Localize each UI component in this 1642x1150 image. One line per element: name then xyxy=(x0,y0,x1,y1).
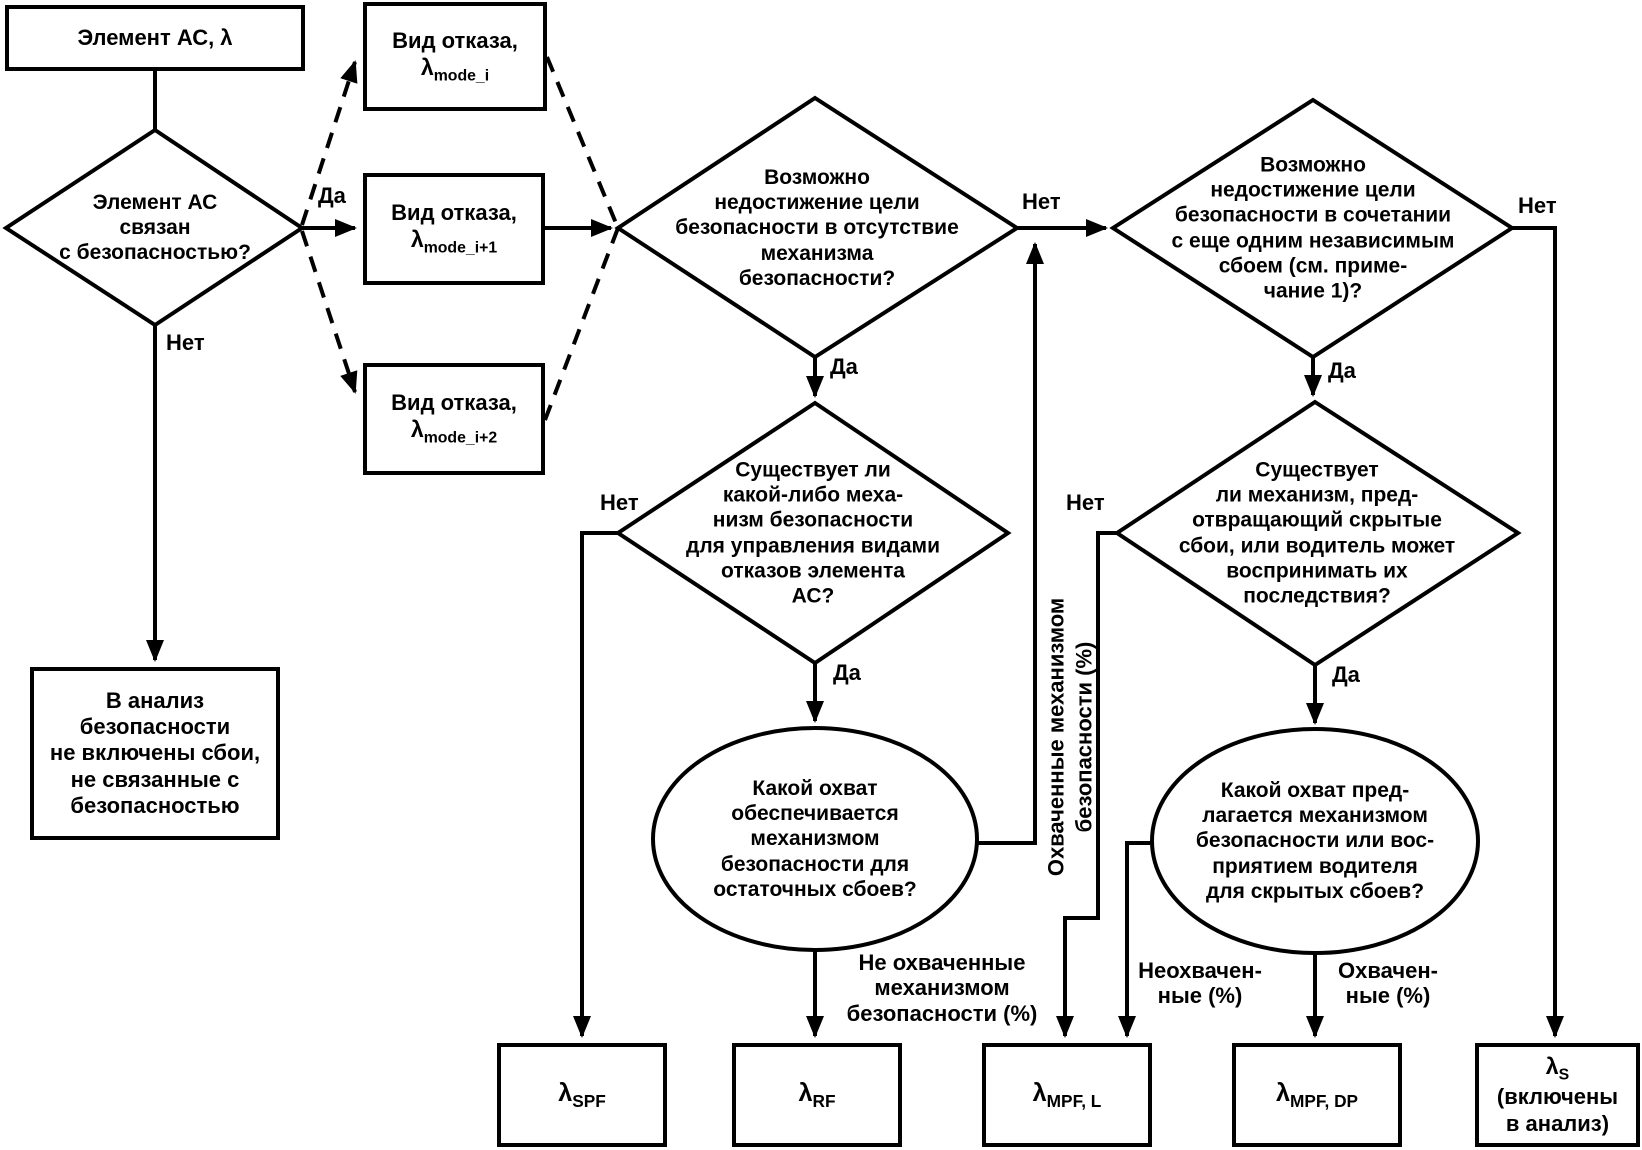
edge-decision3-no-to-lambda-s xyxy=(1512,226,1564,1038)
decision-safety-related-text: Элемент АС связан с безопасностью? xyxy=(59,191,251,265)
label-no-goal-combination: Нет xyxy=(1518,193,1557,218)
failure-mode-box-i2: Вид отказа, λmode_i+2 xyxy=(363,363,545,475)
start-node-element: Элемент АС, λ xyxy=(5,5,305,71)
label-covered-by-mechanism-vertical: Охваченные механизмом безопасности (%) xyxy=(1043,597,1097,877)
edge-mode-i-to-decision2 xyxy=(545,56,620,229)
label-yes-latent-mechanism: Да xyxy=(1332,662,1360,687)
excluded-faults-text: В анализ безопасности не включены сбои, … xyxy=(49,687,261,819)
label-not-covered-by-mechanism: Не охваченные механизмом безопасности (%… xyxy=(846,950,1038,1026)
label-yes-mechanism-exists: Да xyxy=(833,660,861,685)
failure-mode-box-i1: Вид отказа, λmode_i+1 xyxy=(363,173,545,285)
failure-mode-i1-rate: λmode_i+1 xyxy=(410,226,498,257)
edge-decision5-no-to-mpf-l xyxy=(1056,531,1117,1038)
lambda-spf-value: λSPF xyxy=(558,1079,606,1112)
output-lambda-s: λS (включены в анализ) xyxy=(1475,1043,1640,1147)
failure-mode-i-rate: λmode_i xyxy=(420,53,490,85)
output-lambda-rf: λRF xyxy=(732,1043,902,1147)
failure-mode-box-i: Вид отказа, λmode_i xyxy=(363,2,547,111)
edge-decision4-no-to-spf xyxy=(573,531,618,1038)
lambda-s-note: (включены в анализ) xyxy=(1496,1084,1619,1136)
label-no-mechanism-exists: Нет xyxy=(600,490,639,515)
failure-mode-i1-title: Вид отказа, xyxy=(391,200,517,226)
edge-mode-i2-to-decision2 xyxy=(543,227,620,421)
lambda-mpf-dp-value: λMPF, DP xyxy=(1275,1079,1359,1112)
output-lambda-spf: λSPF xyxy=(497,1043,667,1147)
failure-mode-i-title: Вид отказа, xyxy=(392,27,518,53)
edge-latent-uncovered-to-mpf-l xyxy=(1118,841,1152,1038)
edge-yes-to-mode-i2 xyxy=(300,230,358,394)
start-node-label: Элемент АС, λ xyxy=(77,24,233,50)
label-no-safety-related: Нет xyxy=(166,330,205,355)
label-uncovered-pct: Неохвачен- ные (%) xyxy=(1138,958,1262,1009)
output-lambda-mpf-l: λMPF, L xyxy=(982,1043,1152,1147)
edge-residual-covered-up xyxy=(977,242,1044,845)
decision-latent-mechanism-text: Существует ли механизм, пред- отвращающи… xyxy=(1178,458,1456,608)
edge-yes-to-mode-i xyxy=(300,60,358,226)
output-lambda-mpf-dp: λMPF, DP xyxy=(1232,1043,1402,1147)
decision-goal-combination-text: Возможно недостижение цели безопасности … xyxy=(1171,153,1455,303)
decision-mechanism-exists-text: Существует ли какой-либо меха- низм безо… xyxy=(686,458,940,608)
lambda-mpf-l-value: λMPF, L xyxy=(1032,1079,1102,1112)
failure-mode-i2-title: Вид отказа, xyxy=(391,390,517,416)
failure-mode-i2-rate: λmode_i+2 xyxy=(410,416,498,447)
label-no-latent-mechanism: Нет xyxy=(1066,490,1105,515)
label-no-goal-absence: Нет xyxy=(1022,189,1061,214)
lambda-rf-value: λRF xyxy=(798,1079,836,1112)
lambda-s-value: λS xyxy=(1545,1052,1570,1084)
label-yes-goal-combination: Да xyxy=(1328,358,1356,383)
label-yes-safety-related: Да xyxy=(318,183,346,208)
excluded-faults-box: В анализ безопасности не включены сбои, … xyxy=(30,667,280,840)
coverage-residual-text: Какой охват обеспечивается механизмом бе… xyxy=(713,777,917,901)
label-covered-pct: Охвачен- ные (%) xyxy=(1338,958,1438,1009)
decision-goal-absence-text: Возможно недостижение цели безопасности … xyxy=(675,166,959,290)
coverage-latent-text: Какой охват пред- лагается механизмом бе… xyxy=(1195,779,1435,903)
label-yes-goal-absence: Да xyxy=(830,354,858,379)
